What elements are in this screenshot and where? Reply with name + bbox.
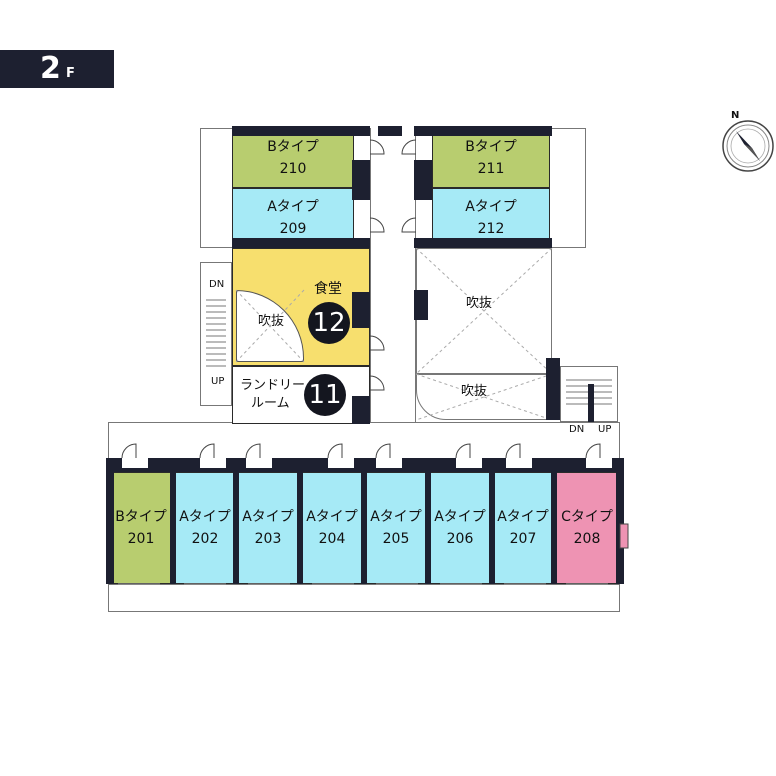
wall [232, 126, 370, 136]
wall [352, 160, 370, 200]
laundry-label-line2: ルーム [251, 396, 290, 411]
room-206-number: 206 [446, 531, 474, 547]
room-203-type: Aタイプ [242, 509, 294, 525]
wall [414, 160, 432, 200]
room-212-type: Aタイプ [465, 199, 517, 215]
door[interactable] [122, 458, 148, 468]
room-202[interactable]: Aタイプ 202 [174, 472, 236, 584]
wall [489, 458, 495, 584]
wall [232, 238, 370, 248]
wall [170, 458, 176, 584]
room-209-type: Aタイプ [267, 199, 319, 215]
stair-right-up: UP [598, 424, 612, 435]
room-203-number: 203 [254, 531, 282, 547]
wall [352, 292, 370, 328]
dining-label: 食堂 [314, 281, 342, 297]
wall [414, 290, 428, 320]
room-201[interactable]: Bタイプ 201 [108, 472, 174, 584]
laundry-room[interactable] [232, 366, 370, 424]
room-211-number: 211 [477, 161, 505, 177]
wall [414, 238, 552, 248]
door[interactable] [328, 458, 354, 468]
room-206[interactable]: Aタイプ 206 [428, 472, 492, 584]
room-201-number: 201 [127, 531, 155, 547]
room-207-number: 207 [509, 531, 537, 547]
room-202-number: 202 [191, 531, 219, 547]
floor-badge: 2 F [0, 50, 114, 88]
room-211[interactable]: Bタイプ 211 [432, 128, 550, 188]
void-upper-label: 吹抜 [466, 296, 493, 311]
room-205[interactable]: Aタイプ 205 [364, 472, 428, 584]
room-210-type: Bタイプ [267, 139, 319, 155]
door[interactable] [506, 458, 532, 468]
compass-north-label: N [731, 110, 740, 121]
wall [414, 126, 552, 136]
room-206-type: Aタイプ [434, 509, 486, 525]
stair-left-dn: DN [209, 279, 225, 290]
stair-left-frame [200, 262, 232, 406]
balcony-left [200, 128, 236, 248]
balcony-lower [108, 584, 620, 612]
stair-right-divider [588, 384, 594, 422]
door[interactable] [456, 458, 482, 468]
room-202-type: Aタイプ [179, 509, 231, 525]
room-203[interactable]: Aタイプ 203 [236, 472, 300, 584]
wall [425, 458, 431, 584]
door[interactable] [376, 458, 402, 468]
room-209-number: 209 [279, 221, 307, 237]
room-205-type: Aタイプ [370, 509, 422, 525]
corridor-upper [370, 128, 416, 428]
void-lower-label: 吹抜 [461, 384, 488, 399]
door[interactable] [200, 458, 226, 468]
door[interactable] [586, 458, 612, 468]
dining-number-badge: 12 [308, 302, 350, 344]
wall [233, 458, 239, 584]
room-211-type: Bタイプ [465, 139, 517, 155]
balcony-right [548, 128, 586, 248]
room-208[interactable]: Cタイプ 208 [554, 472, 620, 584]
floor-number: 2 [40, 51, 61, 86]
wall [352, 396, 370, 424]
laundry-label-line1: ランドリー [240, 378, 306, 393]
room-205-number: 205 [382, 531, 410, 547]
stair-right-dn: DN [569, 424, 585, 435]
room-210[interactable]: Bタイプ 210 [232, 128, 354, 188]
laundry-number-badge: 11 [304, 374, 346, 416]
wall [616, 458, 624, 584]
room-207[interactable]: Aタイプ 207 [492, 472, 554, 584]
room-208-type: Cタイプ [561, 509, 613, 525]
dining-void-label: 吹抜 [258, 314, 285, 329]
room-204-type: Aタイプ [306, 509, 358, 525]
room-204[interactable]: Aタイプ 204 [300, 472, 364, 584]
floor-unit: F [66, 66, 75, 81]
door[interactable] [246, 458, 272, 468]
wall [546, 358, 560, 420]
room-207-type: Aタイプ [497, 509, 549, 525]
room-212-number: 212 [477, 221, 505, 237]
stair-left-up: UP [211, 376, 225, 387]
wall [361, 458, 367, 584]
wall [297, 458, 303, 584]
wall [551, 458, 557, 584]
room-201-type: Bタイプ [115, 509, 167, 525]
room-210-number: 210 [279, 161, 307, 177]
wall [106, 458, 114, 584]
room-208-number: 208 [573, 531, 601, 547]
wall [378, 126, 402, 136]
room-204-number: 204 [318, 531, 346, 547]
